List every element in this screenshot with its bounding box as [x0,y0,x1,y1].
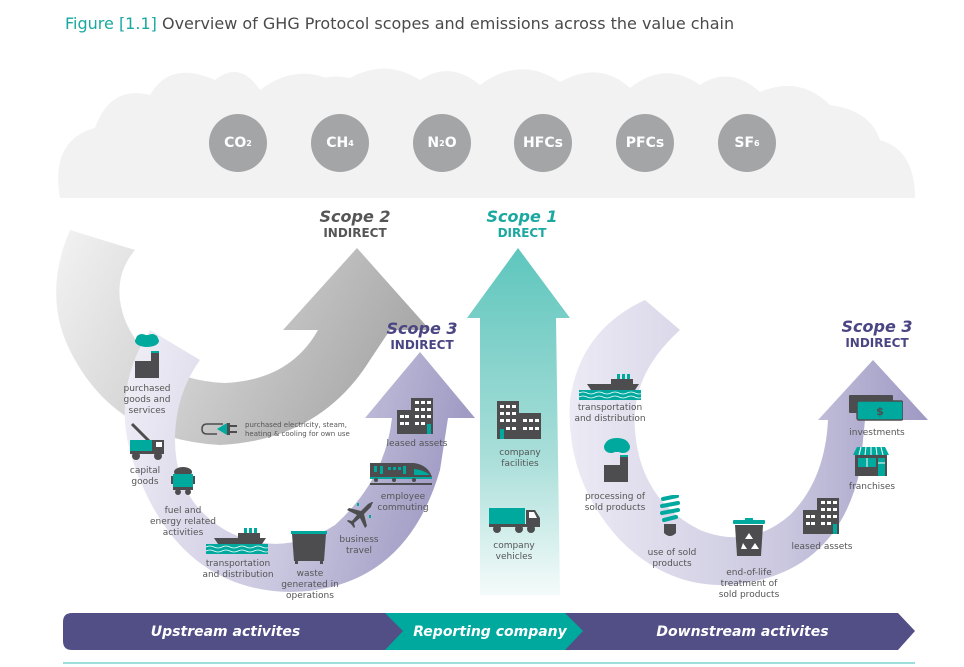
scope3-upstream-kind: INDIRECT [390,338,454,352]
downstream-activities-label: Downstream activites [656,623,829,640]
factory-icon [604,438,630,482]
fuel-cart-icon [171,467,195,495]
reporting-company-label: Reporting company [413,623,567,640]
storefront-icon [853,447,889,476]
building-icon [803,498,839,534]
truck-icon [489,508,540,533]
downstream-label-investments: investments [849,428,905,438]
cloud-background [58,68,915,198]
scope2-name: Scope 2 [319,207,391,226]
scope1-label-company-vehicles: company vehicles [493,541,535,562]
downstream-label-transportation: transportation and distribution [574,403,646,424]
recycle-bin-icon [733,518,765,556]
figure-title: Figure [1.1] Overview of GHG Protocol sc… [65,14,734,33]
company-building-icon [497,401,541,439]
upstream-label-transportation: transportation and distribution [202,559,274,580]
downstream-label-use-of-sold-products: use of sold products [647,548,697,569]
downstream-band [565,613,915,650]
building-icon [397,398,433,434]
upstream-activities-label: Upstream activites [150,623,301,640]
scope2-label-purchased-electricity: purchased electricity, steam,heating & c… [245,421,350,438]
upstream-label-capital-goods: capital goods [129,466,161,487]
money-icon: $ [849,395,903,421]
scope1-label-company-facilities: company facilities [499,448,541,469]
scope3-downstream-kind: INDIRECT [845,336,909,350]
scope3-downstream-label: Scope 3 INDIRECT [827,317,927,351]
train-icon [370,463,432,485]
gas-hfcs: HFCs [514,114,572,172]
upstream-label-leased-assets: leased assets [386,439,448,449]
waste-bin-icon [291,531,327,564]
figure-caption: Overview of GHG Protocol scopes and emis… [161,14,735,33]
scope3-upstream-name: Scope 3 [386,319,458,338]
downstream-label-processing: processing of sold products [584,492,646,513]
upstream-label-employee-commuting: employee commuting [377,492,429,513]
ship-icon [206,528,268,554]
plug-icon [201,423,237,435]
ship-icon [579,374,641,400]
figure-number: Figure [1.1] [65,14,157,33]
scope1-kind: DIRECT [497,226,547,240]
downstream-label-leased-assets: leased assets [791,542,853,552]
downstream-label-franchises: franchises [848,482,896,492]
scope2-label: Scope 2 INDIRECT [305,207,405,241]
upstream-label-waste: waste generated in operations [281,569,339,601]
svg-text:$: $ [876,405,884,418]
gas-pfcs: PFCs [616,114,674,172]
upstream-band [63,613,408,650]
scope1-label: Scope 1 DIRECT [472,207,572,241]
factory-icon [135,334,159,378]
scope3-upstream-arrow [124,330,475,592]
light-bulb-icon [660,495,680,536]
scope3-upstream-label: Scope 3 INDIRECT [372,319,472,353]
scope3-downstream-name: Scope 3 [841,317,913,336]
scope1-name: Scope 1 [486,207,558,226]
reporting-band [385,613,588,650]
downstream-label-end-of-life: end-of-life treatment of sold products [718,568,780,600]
upstream-label-purchased-goods: purchased goods and services [123,384,171,416]
crane-truck-icon [130,422,164,460]
airplane-icon [347,502,373,528]
upstream-label-fuel-energy: fuel and energy related activities [149,506,217,538]
scope2-kind: INDIRECT [323,226,387,240]
upstream-label-business-travel: business travel [339,535,379,556]
